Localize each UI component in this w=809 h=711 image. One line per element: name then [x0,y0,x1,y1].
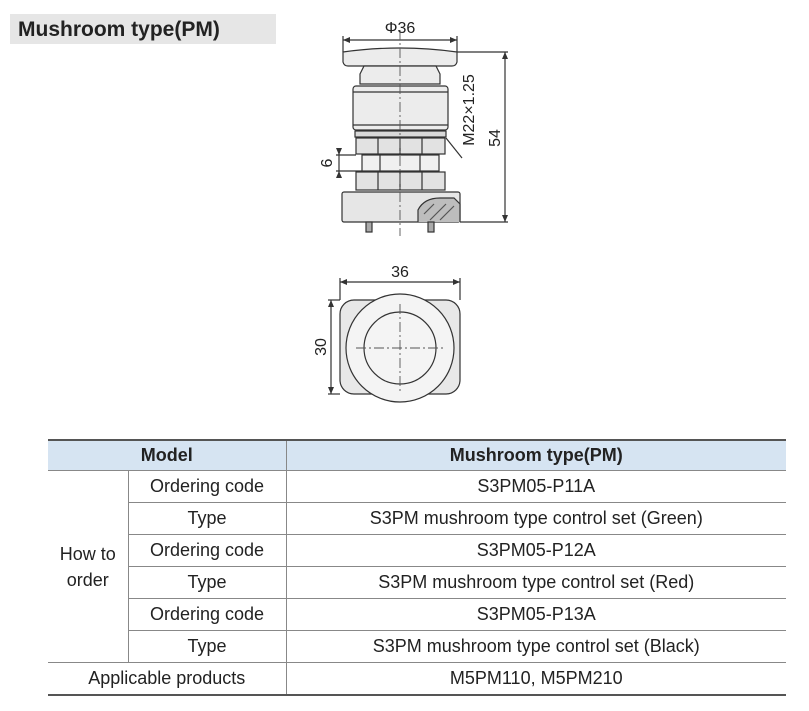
head-diameter-label: Φ36 [385,20,416,37]
row-label: Type [127,502,287,535]
header-model: Model [48,439,287,471]
dimension-drawing: Φ36 M22×1.25 54 6 36 30 [313,20,508,403]
row-label: Ordering code [127,470,287,503]
applicable-products-label: Applicable products [48,662,287,696]
gap-label: 6 [319,158,336,167]
thread-label: M22×1.25 [461,74,478,146]
how-to-order-line2: order [66,569,109,590]
section-title-banner: Mushroom type(PM) [10,14,276,44]
applicable-products-value: M5PM110, M5PM210 [285,662,786,696]
how-to-order-cell: How to order [48,470,129,663]
how-to-order-line1: How to [59,543,116,564]
row-value: S3PM05-P12A [285,534,786,567]
row-value: S3PM05-P13A [285,598,786,631]
top-width-label: 36 [391,264,409,281]
top-height-label: 30 [313,338,330,356]
button-body [352,85,449,131]
row-value: S3PM mushroom type control set (Black) [285,630,786,663]
section-title: Mushroom type(PM) [18,18,220,41]
row-value: S3PM mushroom type control set (Red) [285,566,786,599]
row-label: Type [127,566,287,599]
spec-table: Model Mushroom type(PM) How to order Ord… [48,439,786,696]
height-label: 54 [487,129,504,147]
row-value: S3PM05-P11A [285,470,786,503]
row-label: Type [127,630,287,663]
header-value: Mushroom type(PM) [285,439,786,471]
row-label: Ordering code [127,598,287,631]
row-label: Ordering code [127,534,287,567]
row-value: S3PM mushroom type control set (Green) [285,502,786,535]
